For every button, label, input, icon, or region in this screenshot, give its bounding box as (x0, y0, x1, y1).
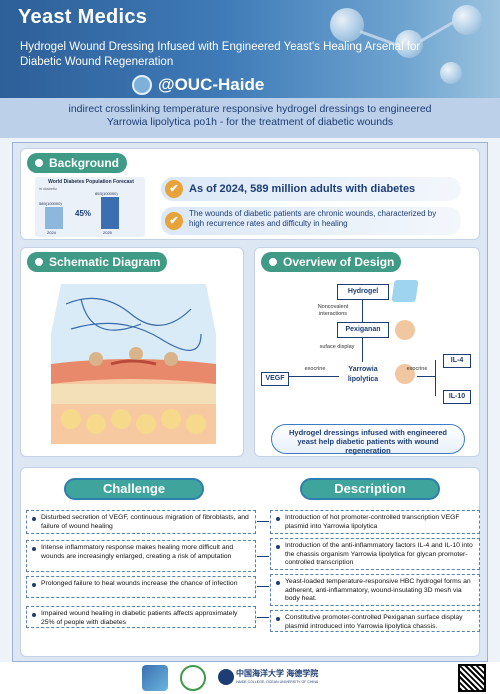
schematic-heading: Schematic Diagram (27, 252, 167, 272)
arrow (362, 300, 363, 322)
il10-box: IL-10 (443, 390, 471, 404)
forecast-chart: World Diabetes Population Forecast in di… (35, 177, 145, 237)
arrow (362, 338, 363, 362)
noncovalent-label: Noncovalent interactions (317, 304, 349, 317)
team-badge-icon (132, 75, 152, 95)
overview-heading: Overview of Design (261, 252, 401, 272)
challenge-item: Intense inflammatory response makes heal… (26, 540, 256, 572)
university-name-en: HAIDE COLLEGE, OCEAN UNIVERSITY OF CHINA (236, 680, 319, 684)
description-heading: Description (300, 478, 440, 500)
bar-2024 (45, 207, 63, 229)
challenge-item: Impaired wound healing in diabetic patie… (26, 606, 256, 628)
molecule-icon (440, 62, 462, 84)
yeast-icon (395, 364, 415, 384)
header-banner: Yeast Medics Hydrogel Wound Dressing Inf… (0, 0, 500, 98)
description-item: Constitutive promoter-controlled Pexigan… (270, 610, 480, 632)
challenge-item: Prolonged failure to heal wounds increas… (26, 576, 256, 598)
tagline: indirect crosslinking temperature respon… (0, 98, 500, 138)
pexiganan-box: Pexiganan (337, 322, 389, 338)
qr-code-icon (458, 664, 486, 692)
connector-line (257, 586, 269, 587)
fact-text: As of 2024, 589 million adults with diab… (189, 183, 416, 195)
footer (0, 662, 500, 694)
page-title: Yeast Medics (18, 6, 148, 28)
bar-2025 (101, 197, 119, 229)
fact-text: The wounds of diabetic patients are chro… (189, 209, 437, 228)
summary-box: Hydrogel dressings infused with engineer… (271, 424, 465, 455)
chart-subtitle: in diabetic (39, 186, 58, 191)
exocrine-label: exocrine (406, 366, 428, 372)
team-handle: @OUC-Haide (158, 75, 265, 94)
university-name-cn: 中国海洋大学 海德学院 (236, 669, 319, 678)
connector-line (257, 556, 269, 557)
arrow (287, 376, 339, 377)
skin-illustration (51, 284, 216, 444)
hydrogel-box: Hydrogel (337, 284, 389, 300)
arrow (435, 360, 436, 396)
page-subtitle: Hydrogel Wound Dressing Infused with Eng… (20, 41, 421, 68)
arrow (417, 376, 435, 377)
igem-logo-icon (180, 665, 206, 691)
check-icon: ✔ (165, 212, 183, 230)
description-item: Yeast-loaded temperature-responsive HBC … (270, 574, 480, 606)
year-label: 2025 (103, 230, 112, 235)
ouc-emblem-icon (218, 669, 234, 685)
chart-title: World Diabetes Population Forecast (48, 179, 134, 185)
hydrogel-cube-icon (391, 280, 419, 302)
check-icon: ✔ (165, 180, 183, 198)
molecule-icon (452, 5, 482, 35)
molecule-icon (330, 8, 364, 42)
connector-line (257, 617, 269, 618)
il4-box: IL-4 (443, 354, 471, 368)
description-item: Introduction of the anti-inflammatory fa… (270, 538, 480, 570)
background-panel: Background World Diabetes Population For… (20, 148, 480, 240)
bar2-label: 853(100000) (95, 191, 118, 196)
overview-panel: Overview of Design Hydrogel Noncovalent … (254, 247, 480, 457)
exocrine-label: exocrine (304, 366, 326, 372)
vegf-box: VEGF (261, 372, 289, 386)
surface-display-label: suface display (319, 344, 355, 350)
challenge-item: Disturbed secretion of VEGF, continuous … (26, 510, 256, 534)
team-logo-icon (142, 665, 168, 691)
description-item: Introduction of hot promoter-controlled … (270, 510, 480, 534)
year-label: 2024 (47, 230, 56, 235)
background-heading: Background (27, 153, 127, 173)
bar1-label: 589(100000) (39, 201, 62, 206)
schematic-panel: Schematic Diagram (20, 247, 244, 457)
fact-item: ✔ As of 2024, 589 million adults with dia… (161, 177, 461, 201)
yarrowia-box: Yarrowia lipolytica (347, 366, 379, 383)
connector-line (257, 521, 269, 522)
fact-item: ✔ The wounds of diabetic patients are chr… (161, 207, 461, 235)
yeast-icon (395, 320, 415, 340)
growth-label: 45% (75, 209, 92, 218)
challenge-heading: Challenge (64, 478, 204, 500)
